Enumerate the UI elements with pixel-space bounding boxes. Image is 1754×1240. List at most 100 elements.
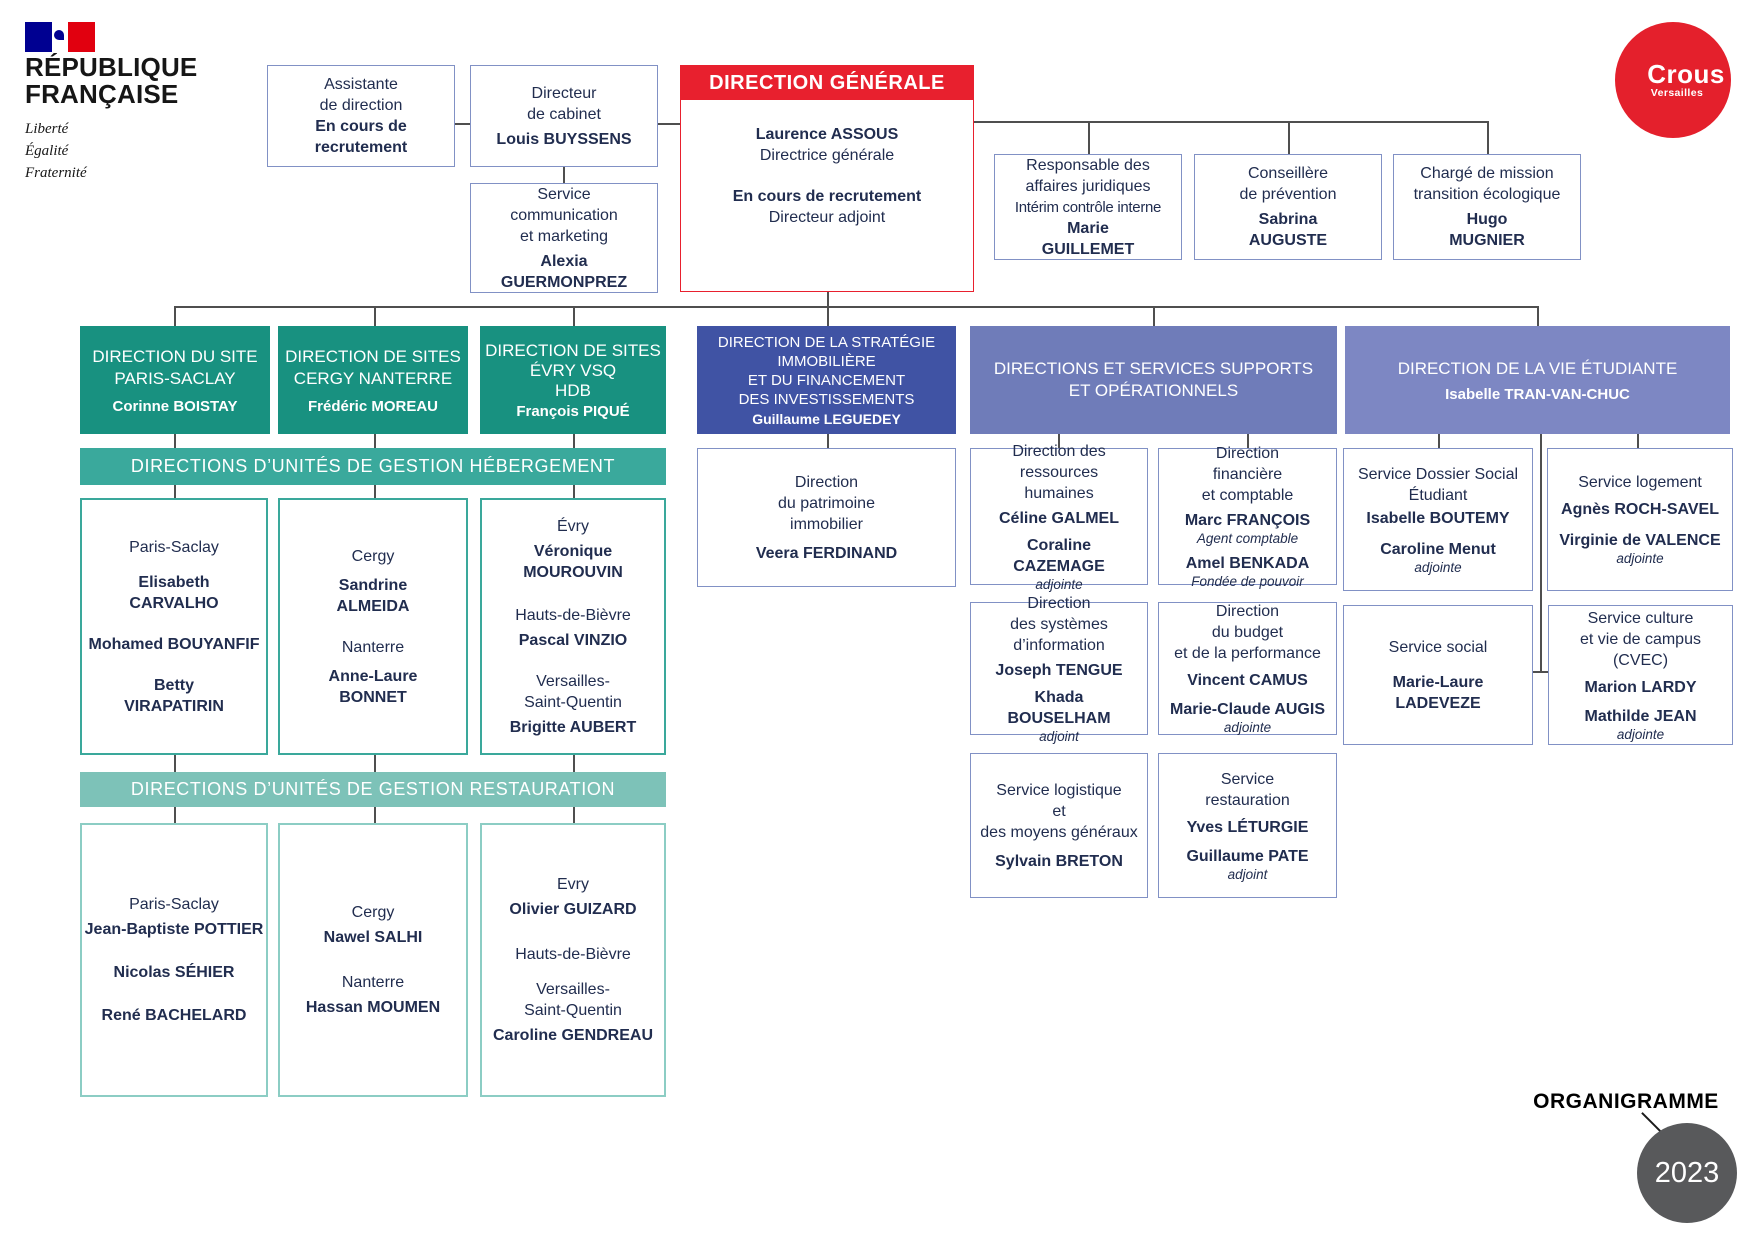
motto-line: Égalité	[25, 143, 69, 159]
title-line: DIRECTIONS ET SERVICES SUPPORTS	[993, 359, 1314, 378]
title-line: DIRECTION DE LA STRATÉGIE	[717, 334, 936, 351]
person-name: Betty	[153, 676, 194, 694]
role-qualifier: Agent comptable	[1196, 531, 1299, 546]
person-name: Louis BUYSSENS	[496, 130, 632, 148]
connector	[374, 485, 376, 498]
person-name: Anne-Laure	[328, 667, 418, 685]
box-patrimoine-immobilier: Direction du patrimoine immobilier Veera…	[697, 448, 956, 587]
person-name: Pascal VINZIO	[518, 631, 628, 649]
role-line: Responsable des	[1026, 156, 1150, 174]
person-name: Elisabeth	[138, 573, 210, 591]
role-line: Direction	[794, 473, 859, 491]
role-line: Service logement	[1578, 474, 1702, 491]
title-line: DIRECTION DE LA VIE ÉTUDIANTE	[1397, 358, 1678, 378]
box-service-social: Service social Marie-Laure LADEVEZE	[1343, 605, 1533, 745]
person-name: AUGUSTE	[1248, 232, 1328, 249]
person-name: Hassan MOUMEN	[305, 999, 441, 1016]
crous-versailles-logo: Crous Versailles	[1615, 22, 1731, 138]
person-name: Caroline Menut	[1380, 540, 1496, 558]
title-line: DIRECTION DE SITES	[285, 346, 461, 366]
site-label: Cergy	[351, 904, 395, 921]
person-name: Coraline	[1026, 536, 1091, 554]
site-label: Versailles-	[536, 981, 610, 998]
status-line: recrutement	[314, 139, 408, 156]
role-line: de prévention	[1239, 186, 1337, 203]
role-line: communication	[510, 206, 618, 224]
connector	[1487, 121, 1489, 154]
box-transition-ecologique: Chargé de mission transition écologique …	[1393, 154, 1581, 260]
person-name: Vincent CAMUS	[1187, 672, 1308, 689]
role-line: Direction	[1027, 594, 1091, 612]
header-directions-services-supports: DIRECTIONS ET SERVICES SUPPORTS ET OPÉRA…	[970, 326, 1337, 434]
role-line: Chargé de mission	[1420, 165, 1554, 182]
connector	[1088, 121, 1090, 154]
role-line: Intérim contrôle interne	[1014, 198, 1162, 216]
role-line: restauration	[1205, 791, 1290, 809]
republique-francaise-logo: RÉPUBLIQUE FRANÇAISE Liberté Égalité Fra…	[25, 22, 255, 184]
person-name: Marion LARDY	[1584, 678, 1697, 696]
role-line: des moyens généraux	[980, 823, 1138, 841]
site-label: Paris-Saclay	[129, 538, 219, 556]
site-label: Saint-Quentin	[524, 693, 622, 711]
connector	[1637, 432, 1639, 448]
person-name: Alexia	[540, 252, 588, 270]
role-line: et comptable	[1201, 487, 1294, 504]
connector	[374, 755, 376, 772]
person-name: Virginie de VALENCE	[1559, 532, 1721, 549]
box-dossier-social-etudiant: Service Dossier Social Étudiant Isabelle…	[1343, 448, 1533, 591]
connector	[374, 306, 376, 326]
role-line: Assistante	[324, 76, 398, 93]
status-line: En cours de	[315, 118, 407, 135]
header-direction-strategie-immobiliere: DIRECTION DE LA STRATÉGIE IMMOBILIÈRE ET…	[697, 326, 956, 434]
role-line: Direction	[1215, 445, 1280, 462]
role-line: Service	[537, 185, 591, 203]
person-name: Frédéric MOREAU	[307, 397, 439, 415]
person-name: ALMEIDA	[336, 597, 410, 615]
role-qualifier: Fondée de pouvoir	[1191, 574, 1304, 589]
box-service-restauration: Service restauration Yves LÉTURGIE Guill…	[1158, 753, 1337, 898]
role-line: affaires juridiques	[1025, 177, 1151, 195]
connector	[1533, 671, 1548, 673]
role-qualifier: adjointe	[1414, 559, 1462, 575]
connector	[563, 166, 565, 183]
site-label: Versailles-	[536, 672, 610, 690]
connector	[573, 434, 575, 448]
year-label: 2023	[1654, 1156, 1720, 1189]
person-name: BONNET	[339, 688, 407, 706]
role-line: ressources	[1019, 463, 1099, 481]
box-hebergement-cergy-nanterre: Cergy Sandrine ALMEIDA Nanterre Anne-Lau…	[278, 498, 468, 755]
role-line: immobilier	[790, 515, 863, 533]
connector	[658, 123, 680, 125]
connector	[827, 432, 829, 448]
connector	[974, 121, 1489, 123]
person-name: Isabelle TRAN-VAN-CHUC	[1445, 385, 1630, 403]
person-name: Mathilde JEAN	[1584, 707, 1697, 725]
role-line: d’information	[1013, 636, 1105, 654]
person-name: Céline GALMEL	[998, 509, 1119, 527]
site-label: Évry	[557, 517, 589, 535]
role-line: Service culture	[1587, 609, 1694, 627]
connector	[573, 755, 575, 772]
person-name: Yves LÉTURGIE	[1186, 818, 1309, 836]
site-label: Nanterre	[341, 638, 405, 656]
person-name: Nawel SALHI	[323, 929, 423, 946]
connector	[1058, 432, 1060, 448]
flag-red	[68, 22, 95, 52]
role-line: transition écologique	[1413, 186, 1561, 203]
person-name: Marie-Laure	[1392, 673, 1484, 691]
person-name: René BACHELARD	[101, 1007, 247, 1024]
person-name: MUGNIER	[1449, 232, 1525, 249]
person-name: Laurence ASSOUS	[755, 126, 899, 143]
role-line: financière	[1212, 466, 1283, 483]
person-name: Marie-Claude AUGIS	[1170, 701, 1325, 718]
box-conseillere-prevention: Conseillère de prévention Sabrina AUGUST…	[1194, 154, 1382, 260]
crous-logo-text: Crous	[1647, 59, 1725, 89]
role-line: Directeur adjoint	[768, 209, 886, 226]
role-line: du budget	[1211, 624, 1284, 641]
banner-gestion-hebergement: DIRECTIONS D’UNITÉS DE GESTION HÉBERGEME…	[80, 448, 666, 485]
site-label: Paris-Saclay	[129, 896, 219, 913]
box-assistante-direction: Assistante de direction En cours de recr…	[267, 65, 455, 167]
header-direction-site-paris-saclay: DIRECTION DU SITE PARIS-SACLAY Corinne B…	[80, 326, 270, 434]
box-restauration-evry-hdb-vsq: Evry Olivier GUIZARD Hauts-de-Bièvre Ver…	[480, 823, 666, 1097]
